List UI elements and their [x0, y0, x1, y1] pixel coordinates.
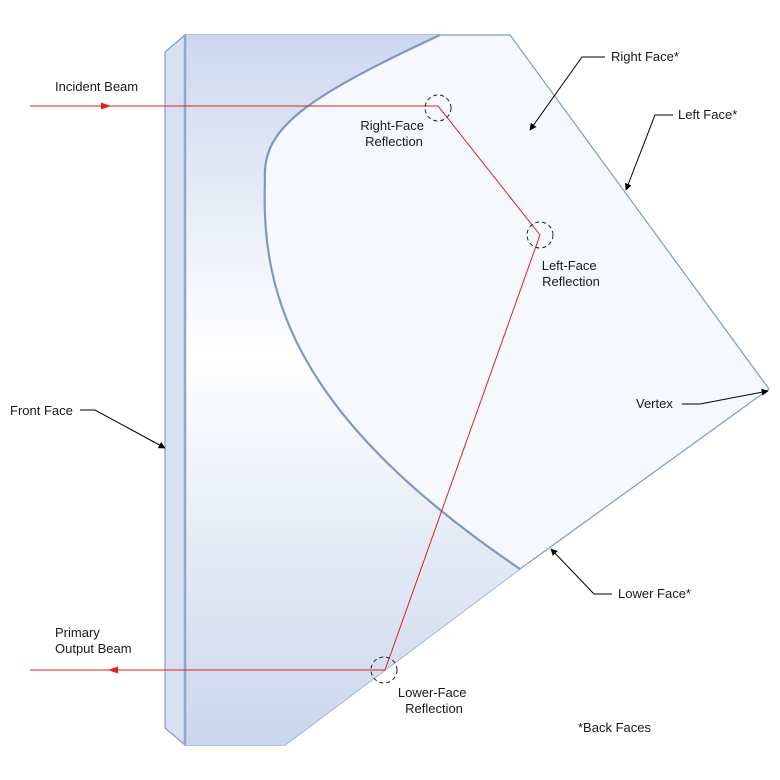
lower-face-label: Lower Face*	[618, 586, 691, 601]
incident-beam-line	[30, 105, 541, 671]
lower-face-leader	[550, 548, 612, 595]
right-face-reflection-circle	[424, 94, 452, 122]
right-face-reflection-line-1: Right-Face	[360, 118, 424, 133]
lower-face-reflection-line-2: Reflection	[405, 701, 463, 716]
left-face-reflection-circle	[526, 221, 554, 249]
lower-face-reflection-circle	[370, 656, 398, 684]
prism-side-region	[185, 35, 520, 745]
lower-face-reflection-line-1: Lower-Face	[398, 685, 467, 700]
left-face-leader	[625, 114, 673, 191]
primary-output-beam-label: Primary Output Beam	[55, 625, 132, 656]
incident-beam-arrow	[101, 102, 111, 110]
right-face-reflection-line-2: Reflection	[365, 134, 423, 149]
front-face-leader	[80, 409, 166, 449]
prism-curve-edge	[263, 34, 521, 570]
front-face-strip	[164, 33, 186, 747]
right-face-reflection-label: Right-Face Reflection	[360, 118, 427, 149]
primary-output-beam-line-1: Primary	[55, 625, 100, 640]
left-face-label: Left Face*	[678, 107, 737, 122]
lower-face-reflection-label: Lower-Face Reflection	[398, 685, 470, 716]
right-face-label: Right Face*	[611, 49, 679, 64]
incident-beam-label: Incident Beam	[55, 79, 138, 94]
primary-output-beam-line-2: Output Beam	[55, 641, 132, 656]
front-face-label: Front Face	[10, 403, 73, 418]
vertex-label: Vertex	[636, 396, 673, 411]
right-face-leader	[529, 56, 605, 131]
back-faces-note: *Back Faces	[578, 720, 651, 735]
output-beam-arrow	[108, 666, 118, 674]
left-face-reflection-line-2: Reflection	[542, 274, 600, 289]
left-face-reflection-line-1: Left-Face	[542, 258, 597, 273]
left-face-reflection-label: Left-Face Reflection	[542, 258, 601, 289]
vertex-leader	[682, 388, 769, 405]
